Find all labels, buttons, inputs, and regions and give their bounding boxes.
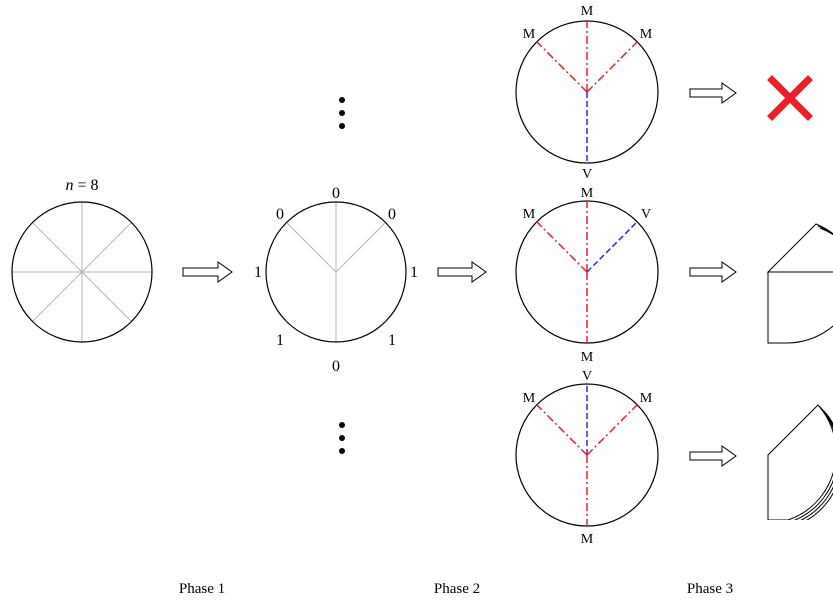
crease-label: M	[523, 391, 536, 406]
crease-label: M	[640, 391, 653, 406]
folded-shape-middle	[766, 223, 833, 344]
creased-disc	[11, 201, 153, 343]
crease-label: V	[641, 207, 651, 222]
bit-label: 1	[410, 264, 418, 281]
mv-disc-bottom	[515, 383, 659, 527]
bit-label: 0	[332, 185, 340, 202]
crease-label: M	[581, 186, 594, 201]
phase-label: Phase 2	[434, 581, 480, 597]
arrow-icon	[689, 261, 737, 283]
phase-label: Phase 1	[179, 581, 225, 597]
vertex-disc	[265, 201, 407, 343]
crease-label: V	[582, 167, 592, 182]
phase2-group: 0 0 1 1 0 1 1 0	[254, 97, 418, 454]
bit-label: 1	[388, 332, 396, 349]
crease-label: M	[523, 207, 536, 222]
cross-icon	[767, 75, 813, 121]
arrow-icon	[182, 261, 233, 283]
vertical-ellipsis-icon	[339, 97, 345, 129]
bit-label: 0	[332, 358, 340, 375]
bit-label: 1	[276, 332, 284, 349]
crease-label: M	[523, 27, 536, 42]
n-label: n = 8	[65, 177, 98, 194]
phase1-group: n = 8	[11, 177, 153, 343]
bit-label: 0	[276, 206, 284, 223]
crease-label: V	[582, 369, 592, 384]
arrow-icon	[689, 445, 737, 467]
crease-label: M	[640, 27, 653, 42]
arrow-icon	[689, 82, 737, 104]
mv-disc-middle	[515, 200, 659, 344]
crease-label: M	[581, 4, 594, 19]
arrow-icon	[437, 261, 487, 283]
crease-label: M	[581, 532, 594, 547]
phase-label: Phase 3	[687, 581, 733, 597]
bit-label: 0	[388, 206, 396, 223]
bit-label: 1	[254, 264, 262, 281]
folded-shape-bottom	[767, 404, 833, 520]
vertical-ellipsis-icon	[339, 422, 345, 454]
mv-disc-top	[515, 20, 659, 164]
crease-label: M	[581, 350, 594, 365]
